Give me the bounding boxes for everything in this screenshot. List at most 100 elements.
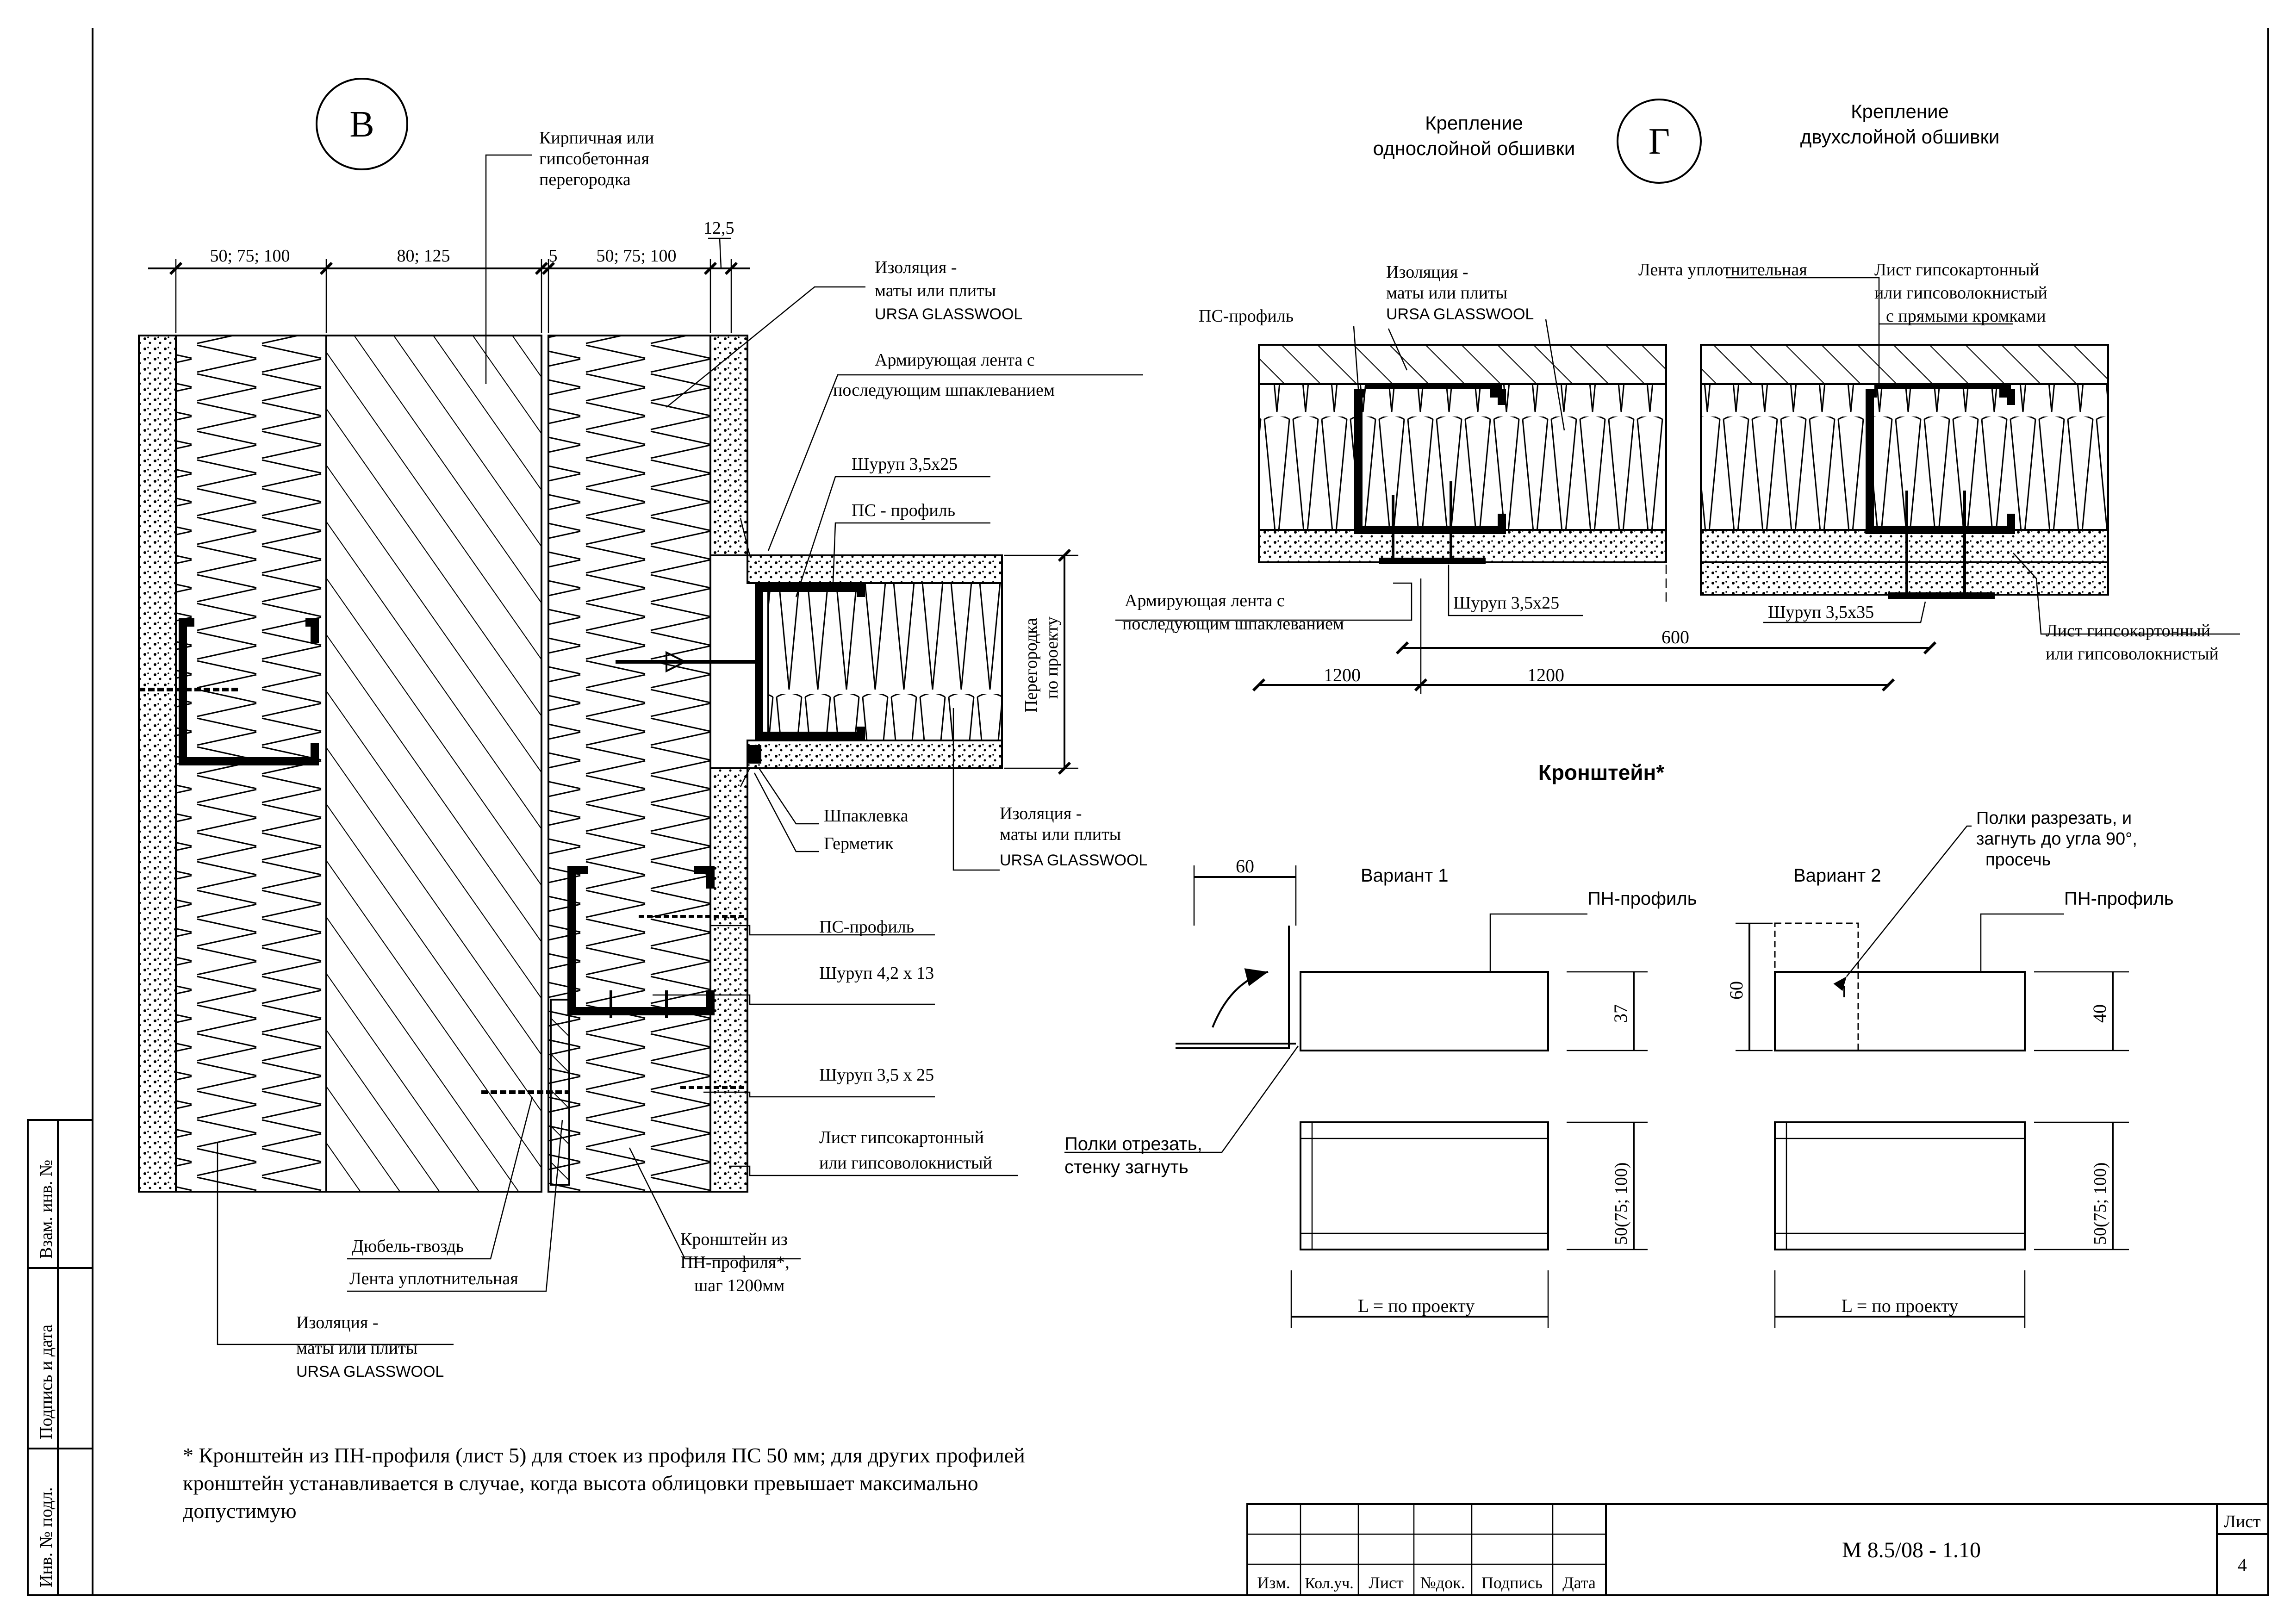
- screw-42x13-label: Шуруп 4,2 х 13: [819, 964, 934, 983]
- dim-60-a: 60: [1236, 856, 1254, 877]
- ins-mid-label-2: маты или плиты: [1000, 825, 1121, 844]
- section-g: Г Крепление однослойной обшивки Креплени…: [1115, 99, 2240, 694]
- g-gypsum-straight-2: или гипсоволокнистый: [1874, 283, 2047, 303]
- cut-note-2: загнуть до угла 90°,: [1976, 829, 2137, 849]
- section-v-marker-circle: [316, 78, 408, 170]
- dim-40: 40: [2089, 1004, 2110, 1023]
- dim-37: 37: [1610, 1004, 1631, 1023]
- section-v: В 50; 75; 100 80; 125 5 50; 75; 100 12,5: [138, 78, 1147, 1380]
- g-board-left: [1258, 529, 1667, 563]
- g-ps-profile-right: [1866, 389, 2015, 534]
- sealant-label: Герметик: [824, 834, 894, 853]
- v1-profile-side: [1300, 971, 1549, 1051]
- dim-L-a: L = по проекту: [1358, 1295, 1475, 1316]
- g-ins-label-2: маты или плиты: [1386, 283, 1507, 303]
- dim-5: 5: [549, 246, 558, 266]
- screw-35-x-25-label: Шуруп 3,5 х 25: [819, 1065, 934, 1085]
- g-reinf-label-1: Армирующая лента с: [1125, 591, 1285, 610]
- trim-note-1: Полки отрезать,: [1064, 1134, 1202, 1154]
- ins-top-label-1: Изоляция -: [875, 258, 957, 277]
- screw-35x25-label: Шуруп 3,5x25: [852, 454, 958, 474]
- brick-label-2: гипсобетонная: [539, 149, 649, 168]
- putty-label: Шпаклевка: [824, 806, 908, 826]
- footnote: * Кронштейн из ПН-профиля (лист 5) для с…: [183, 1443, 1025, 1523]
- g-dim-1200-b: 1200: [1527, 665, 1564, 685]
- g-insulation-left: [1258, 383, 1667, 531]
- v2-profile-side: [1774, 971, 2026, 1051]
- title-block: Изм. Кол.уч. Лист №док. Подпись Дата М 8…: [1246, 1503, 2269, 1596]
- g-gypsum-label-2: или гипсоволокнистый: [2046, 644, 2219, 664]
- brick-label-1: Кирпичная или: [539, 128, 654, 148]
- tb-col-sign: Подпись: [1481, 1573, 1543, 1592]
- g-brick-left: [1258, 344, 1667, 385]
- brick-label-3: перегородка: [539, 170, 631, 189]
- footnote-line-2: кронштейн устанавливается в случае, когд…: [183, 1471, 978, 1495]
- dim-L-b: L = по проекту: [1842, 1295, 1958, 1316]
- ps-profile-left: [179, 618, 319, 765]
- section-g-marker-circle: [1617, 99, 1702, 184]
- g-dim-1200-a: 1200: [1324, 665, 1361, 685]
- gypsum-board-left: [138, 335, 177, 1193]
- tb-drawing-code: М 8.5/08 - 1.10: [1842, 1538, 1981, 1562]
- dim-50-left: 50; 75; 100: [210, 246, 290, 266]
- title-single-2: однослойной обшивки: [1373, 137, 1575, 159]
- tb-col-doc: №док.: [1420, 1573, 1465, 1592]
- g-dim-600: 600: [1661, 627, 1689, 647]
- g-gypsum-straight-3: с прямыми кромками: [1886, 306, 2046, 326]
- g-screw-35x25-label: Шуруп 3,5x25: [1453, 593, 1559, 613]
- gypsum-label-2: или гипсоволокнистый: [819, 1153, 992, 1173]
- tb-col-date: Дата: [1562, 1573, 1596, 1592]
- title-double-2: двухслойной обшивки: [1800, 126, 2000, 148]
- g-board-right-2: [1700, 561, 2109, 596]
- seal-tape-label: Лента уплотнительная: [349, 1269, 518, 1288]
- reinf-label-2: последующим шпаклеванием: [833, 380, 1055, 400]
- stamp-original-inv: Инв. № подл.: [37, 1487, 56, 1587]
- ps-profile-label-1: ПС - профиль: [852, 501, 955, 520]
- cut-note-1: Полки разрезать, и: [1976, 808, 2132, 828]
- v1-profile-top: [1300, 1121, 1549, 1250]
- gypsum-board-right-bottom: [709, 767, 748, 1193]
- partition-label-2: по проекту: [1042, 616, 1062, 699]
- section-v-dim-chain: 50; 75; 100 80; 125 5 50; 75; 100 12,5: [148, 218, 750, 333]
- trim-note-2: стенку загнуть: [1064, 1157, 1188, 1177]
- bracket-label-3: шаг 1200мм: [694, 1276, 784, 1295]
- title-single-1: Крепление: [1425, 112, 1523, 134]
- bracket-label-1: Кронштейн из: [680, 1230, 788, 1249]
- pn-profile-label-1: ПН-профиль: [1587, 889, 1697, 909]
- dim-50-right: 50; 75; 100: [596, 246, 676, 266]
- side-stamps: Взам. инв. № Подпись и дата Инв. № подл.: [37, 1160, 56, 1587]
- g-insulation-right: [1700, 383, 2109, 531]
- ins-bottom-label-3: URSA GLASSWOOL: [296, 1363, 444, 1380]
- dim-60-b: 60: [1726, 981, 1747, 1000]
- ins-mid-label-1: Изоляция -: [1000, 804, 1082, 823]
- reinf-label-1: Армирующая лента с: [875, 350, 1035, 370]
- tb-sheet-number: 4: [2238, 1555, 2247, 1575]
- dim-12-5: 12,5: [703, 218, 734, 238]
- bracket-section: Кронштейн* Вариант 1 Вариант 2 ПН-профил…: [1064, 760, 2174, 1328]
- ps-profile-label-2: ПС-профиль: [819, 917, 914, 937]
- g-ps-profile-label: ПС-профиль: [1199, 306, 1294, 326]
- stamp-replace-inv: Взам. инв. №: [37, 1160, 56, 1259]
- gypsum-label-1: Лист гипсокартонный: [819, 1128, 984, 1147]
- ins-bottom-label-2: маты или плиты: [296, 1338, 417, 1358]
- tb-col-list: Лист: [1369, 1573, 1404, 1592]
- ins-mid-label-3: URSA GLASSWOOL: [1000, 852, 1147, 869]
- dim-80-125: 80; 125: [397, 246, 450, 266]
- title-double-1: Крепление: [1851, 100, 1949, 122]
- sealant-block: [747, 745, 761, 764]
- pn-profile-label-2: ПН-профиль: [2064, 889, 2174, 909]
- g-ps-profile-left: [1354, 389, 1506, 534]
- section-g-marker: Г: [1649, 121, 1670, 162]
- variant2-label: Вариант 2: [1793, 865, 1881, 886]
- footnote-line-3: допустимую: [183, 1499, 297, 1523]
- sheet-frame: [27, 28, 2269, 1596]
- tb-sheet-label: Лист: [2224, 1512, 2261, 1531]
- v2-profile-top: [1774, 1121, 2026, 1250]
- tb-col-kolvo: Кол.уч.: [1305, 1575, 1354, 1592]
- bracket-label-2: ПН-профиля*,: [680, 1253, 790, 1272]
- partition-board-bottom: [747, 740, 1003, 769]
- g-screw-35x35-label: Шуруп 3,5x35: [1768, 603, 1874, 622]
- g-gypsum-straight-1: Лист гипсокартонный: [1874, 260, 2039, 280]
- partition-board-top: [747, 554, 1003, 584]
